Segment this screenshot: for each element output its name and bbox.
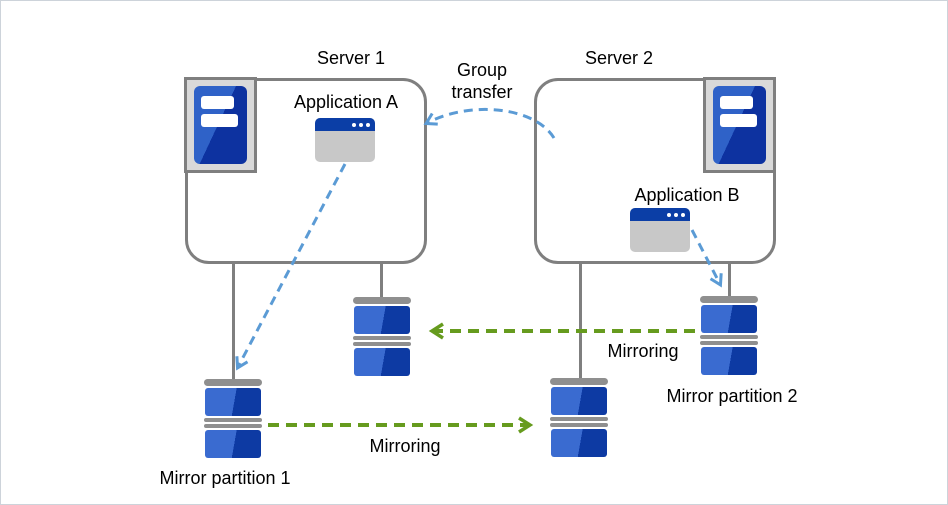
disk-mirror-partition-2 xyxy=(700,296,758,375)
disk-platter xyxy=(354,348,410,376)
mirroring-label-top: Mirroring xyxy=(607,341,679,361)
disk-divider xyxy=(550,423,608,427)
group-transfer-label: Group transfer xyxy=(451,60,513,102)
server2-disk-connector-left xyxy=(579,264,582,379)
disk-cap xyxy=(353,297,411,304)
titlebar-dot-icon xyxy=(359,122,363,127)
disk-divider xyxy=(700,341,758,345)
disk-platter xyxy=(205,388,261,416)
tower-slot-icon xyxy=(201,114,238,127)
disk-divider xyxy=(204,424,262,428)
titlebar-dot-icon xyxy=(681,212,685,217)
server2-disk-connector-right xyxy=(728,264,731,297)
server-tower-icon xyxy=(194,86,247,164)
titlebar-dot-icon xyxy=(352,122,356,127)
disk-divider xyxy=(353,336,411,340)
application-a-window-icon xyxy=(315,118,375,162)
server1-disk-connector-left xyxy=(232,264,235,380)
server-tower-icon xyxy=(713,86,766,164)
server-2-label: Server 2 xyxy=(584,48,654,68)
mirror-partition-2-label: Mirror partition 2 xyxy=(666,386,798,406)
disk-divider xyxy=(204,418,262,422)
application-a-label: Application A xyxy=(293,92,399,112)
server-1-label: Server 1 xyxy=(316,48,386,68)
disk-divider xyxy=(353,342,411,346)
disk-platter xyxy=(701,305,757,333)
disk-cap xyxy=(700,296,758,303)
disk-cap xyxy=(204,379,262,386)
disk-platter xyxy=(205,430,261,458)
disk-platter xyxy=(551,387,607,415)
server-1-icon-frame xyxy=(184,77,257,173)
disk-server2-secondary xyxy=(550,378,608,457)
disk-platter xyxy=(701,347,757,375)
server1-disk-connector-right xyxy=(380,264,383,299)
disk-divider xyxy=(550,417,608,421)
disk-server1-secondary xyxy=(353,297,411,376)
disk-platter xyxy=(354,306,410,334)
titlebar-dot-icon xyxy=(674,212,678,217)
disk-cap xyxy=(550,378,608,385)
disk-mirror-partition-1 xyxy=(204,379,262,458)
app-window-titlebar xyxy=(315,118,375,131)
mirror-partition-1-label: Mirror partition 1 xyxy=(159,468,291,488)
application-b-label: Application B xyxy=(634,185,740,205)
disk-divider xyxy=(700,335,758,339)
application-b-window-icon xyxy=(630,208,690,252)
disk-platter xyxy=(551,429,607,457)
tower-slot-icon xyxy=(720,96,753,109)
app-window-titlebar xyxy=(630,208,690,221)
server-2-icon-frame xyxy=(703,77,776,173)
tower-slot-icon xyxy=(201,96,234,109)
titlebar-dot-icon xyxy=(366,122,370,127)
mirroring-label-bottom: Mirroring xyxy=(369,436,441,456)
titlebar-dot-icon xyxy=(667,212,671,217)
tower-slot-icon xyxy=(720,114,757,127)
